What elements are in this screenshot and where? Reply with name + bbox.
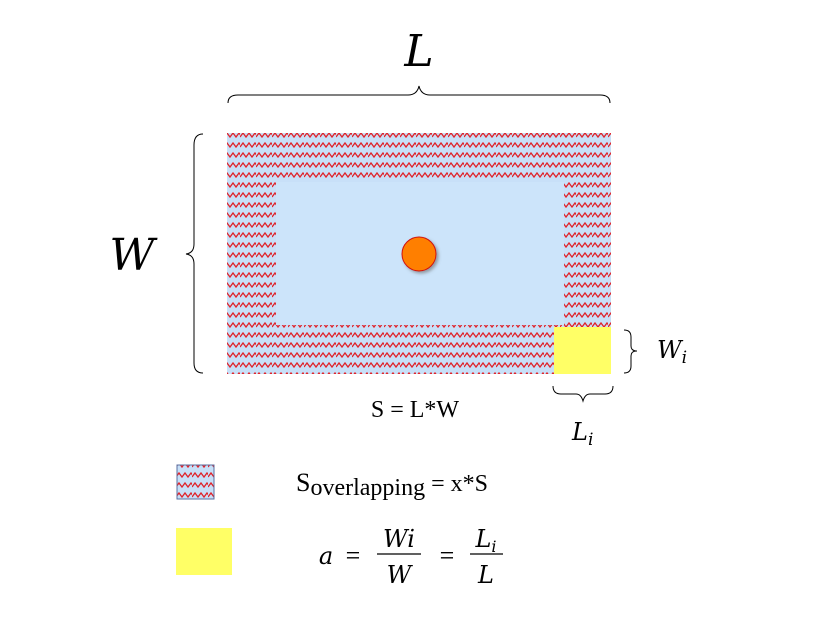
- area-rectangle: [227, 133, 611, 374]
- length-label: L: [403, 26, 433, 77]
- length-brace: [227, 85, 611, 104]
- ratio-den1: W: [387, 561, 414, 589]
- center-node: [401, 236, 437, 272]
- ratio-eq2: =: [440, 541, 455, 570]
- wi-label: Wi: [657, 336, 687, 368]
- overlap-formula: Soverlapping = x*S: [296, 468, 488, 501]
- ratio-num2: Li: [474, 525, 496, 556]
- overlap-legend-swatch: [176, 464, 215, 500]
- small-square-li-wi: [554, 327, 611, 374]
- ratio-den2: L: [477, 561, 494, 589]
- ratio-a: a: [319, 542, 333, 570]
- area-formula: S = L*W: [371, 397, 460, 423]
- li-label: Li: [571, 418, 593, 450]
- width-label: W: [109, 230, 158, 281]
- ratio-legend-swatch: [176, 528, 232, 575]
- li-brace: [552, 385, 614, 403]
- ratio-formula: a = Wi W = Li L: [319, 525, 503, 589]
- width-brace: [185, 133, 204, 374]
- ratio-eq1: =: [346, 541, 361, 570]
- ratio-num1: Wi: [383, 525, 415, 553]
- wi-brace: [623, 329, 638, 374]
